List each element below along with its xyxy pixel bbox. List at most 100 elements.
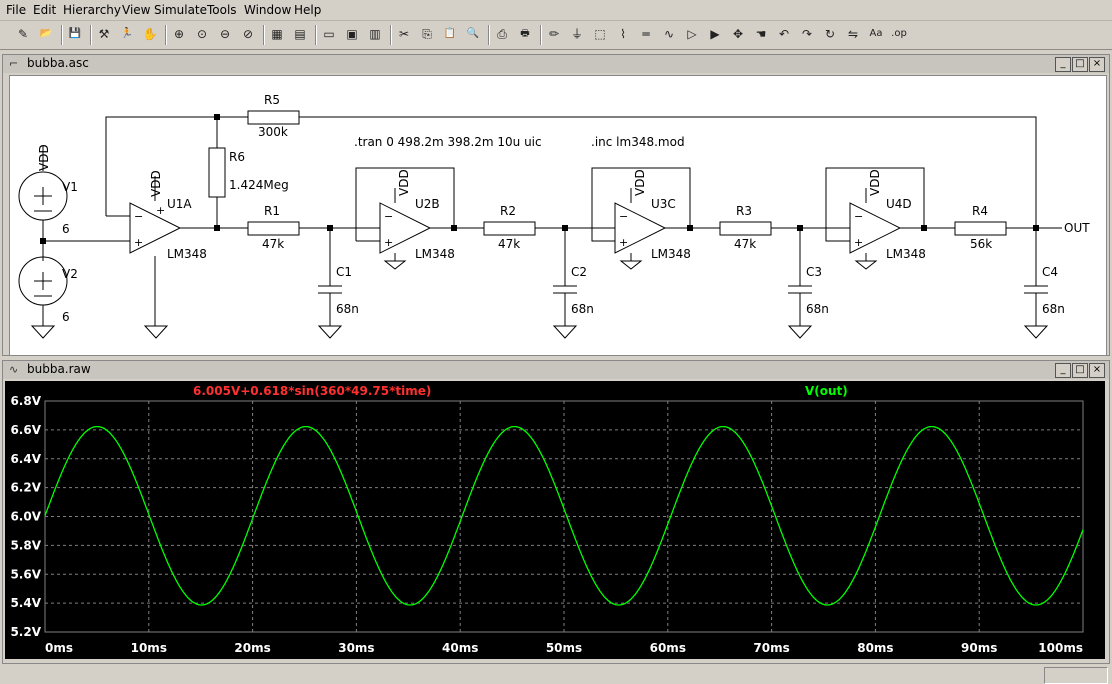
- y-tick-label: 5.4V: [10, 596, 41, 610]
- cascade-icon[interactable]: ▣: [346, 27, 358, 41]
- svg-text:−: −: [134, 210, 143, 223]
- capacitor-icon[interactable]: ═: [642, 27, 650, 41]
- copy-icon[interactable]: ⎘: [422, 27, 432, 41]
- component-icon[interactable]: ▶: [710, 27, 720, 41]
- new-schematic-icon[interactable]: ✎: [17, 27, 29, 41]
- c3-label: C3: [806, 265, 822, 279]
- tile-vertical-icon[interactable]: ▥: [369, 27, 381, 41]
- y-tick-label: 5.8V: [10, 538, 41, 552]
- control-panel-icon[interactable]: ⚒: [98, 27, 110, 41]
- zoom-cancel-icon[interactable]: ⊘: [242, 27, 254, 41]
- print-setup-icon[interactable]: ⎙: [497, 27, 507, 41]
- x-tick-label: 70ms: [753, 641, 789, 655]
- spice-directive-icon[interactable]: .op: [891, 28, 907, 39]
- toolbar-separator: [165, 25, 167, 45]
- toolbar: ✎ 📂 💾 ⚒ 🏃 ✋ ⊕ ⊙ ⊖ ⊘ ▦ ▤ ▭ ▣ ▥ ✂ ⎘ 📋 🔍 ⎙ 🖶 ✏ ⏚ ⬚ ⌇ ═ ∿ ▷ ▶ ✥ ☚ ↶ ↷ ↻ ⇋ Aa .op: [0, 21, 1112, 50]
- r5-label: R5: [264, 93, 280, 107]
- diode-icon[interactable]: ▷: [687, 27, 697, 41]
- u2-model: LM348: [415, 247, 455, 261]
- paste-icon[interactable]: 📋: [443, 28, 457, 39]
- inc-directive: .inc lm348.mod: [591, 135, 685, 149]
- x-tick-label: 10ms: [131, 641, 167, 655]
- zoom-pan-icon[interactable]: ⊙: [196, 27, 208, 41]
- x-tick-label: 40ms: [442, 641, 478, 655]
- draw-wire-icon[interactable]: ✏: [548, 27, 560, 41]
- resistor-icon[interactable]: ⌇: [620, 27, 626, 41]
- menu-simulate[interactable]: Simulate: [154, 3, 208, 17]
- maximize-button[interactable]: □: [1072, 57, 1088, 72]
- halt-icon[interactable]: ✋: [142, 27, 158, 41]
- menu-edit[interactable]: Edit: [33, 3, 57, 17]
- y-tick-label: 6.0V: [10, 510, 41, 524]
- tile-horizontal-icon[interactable]: ▭: [323, 27, 335, 41]
- maximize-button[interactable]: □: [1072, 363, 1088, 378]
- x-tick-label: 0ms: [45, 641, 73, 655]
- schematic-canvas[interactable]: −+ + −+ −+ −+ VDD VDD VDD VDD VDD V1 6 V…: [9, 75, 1107, 356]
- c4-label: C4: [1042, 265, 1058, 279]
- toolbar-separator: [90, 25, 92, 45]
- r6-label: R6: [229, 150, 245, 164]
- waveform-settings-icon[interactable]: ▤: [294, 27, 306, 41]
- toolbar-separator: [315, 25, 317, 45]
- schematic-icon: ⌐: [9, 57, 19, 70]
- y-tick-label: 5.2V: [10, 625, 41, 639]
- u1-label: U1A: [167, 197, 192, 211]
- waveform-plot-area[interactable]: 6.005V+0.618*sin(360*49.75*time) V(out) …: [5, 381, 1105, 659]
- r4-value: 56k: [970, 237, 992, 251]
- svg-text:+: +: [854, 236, 863, 249]
- r1-label: R1: [264, 204, 280, 218]
- status-bar: [0, 664, 1112, 684]
- menu-hierarchy[interactable]: Hierarchy: [63, 3, 122, 17]
- waveform-titlebar[interactable]: ∿ bubba.raw _ □ ×: [3, 361, 1109, 379]
- menu-view[interactable]: View: [122, 3, 151, 17]
- waveform-icon[interactable]: ▦: [271, 27, 283, 41]
- rotate-icon[interactable]: ↻: [824, 27, 836, 41]
- toolbar-separator: [390, 25, 392, 45]
- x-tick-label: 80ms: [857, 641, 893, 655]
- minimize-button[interactable]: _: [1055, 57, 1071, 72]
- inductor-icon[interactable]: ∿: [663, 27, 675, 41]
- zoom-in-icon[interactable]: ⊕: [173, 27, 185, 41]
- open-icon[interactable]: 📂: [39, 28, 53, 39]
- redo-icon[interactable]: ↷: [801, 27, 813, 41]
- out-net-label: OUT: [1064, 221, 1090, 235]
- waveform-window-icon: ∿: [9, 363, 19, 376]
- schematic-window: ⌐ bubba.asc _ □ ×: [2, 54, 1110, 356]
- label-net-icon[interactable]: ⬚: [594, 27, 606, 41]
- close-button[interactable]: ×: [1089, 363, 1105, 378]
- x-tick-label: 100ms: [1038, 641, 1083, 655]
- text-icon[interactable]: Aa: [869, 28, 883, 39]
- u2-vdd-label: VDD: [397, 169, 411, 196]
- menu-file[interactable]: File: [6, 3, 27, 17]
- menu-tools[interactable]: Tools: [207, 3, 237, 17]
- x-tick-label: 60ms: [650, 641, 686, 655]
- save-icon[interactable]: 💾: [68, 28, 82, 39]
- r3-value: 47k: [734, 237, 756, 251]
- c3-value: 68n: [806, 302, 829, 316]
- run-icon[interactable]: 🏃: [120, 28, 134, 39]
- trace-label-vout[interactable]: V(out): [805, 384, 848, 398]
- fit-expression-label: 6.005V+0.618*sin(360*49.75*time): [193, 384, 431, 398]
- drag-icon[interactable]: ☚: [755, 27, 767, 41]
- close-button[interactable]: ×: [1089, 57, 1105, 72]
- ground-icon[interactable]: ⏚: [570, 27, 583, 41]
- r2-label: R2: [500, 204, 516, 218]
- cut-icon[interactable]: ✂: [398, 27, 410, 41]
- move-icon[interactable]: ✥: [732, 27, 744, 41]
- menu-help[interactable]: Help: [294, 3, 322, 17]
- v2-label: V2: [62, 267, 78, 281]
- menu-window[interactable]: Window: [244, 3, 292, 17]
- v1-value: 6: [62, 222, 70, 236]
- print-icon[interactable]: 🖶: [520, 28, 530, 39]
- waveform-title: bubba.raw: [27, 362, 91, 376]
- schematic-titlebar[interactable]: ⌐ bubba.asc _ □ ×: [3, 55, 1109, 73]
- u2-label: U2B: [415, 197, 440, 211]
- svg-text:−: −: [854, 210, 863, 223]
- x-tick-label: 20ms: [234, 641, 270, 655]
- undo-icon[interactable]: ↶: [778, 27, 790, 41]
- find-icon[interactable]: 🔍: [466, 28, 480, 39]
- mirror-icon[interactable]: ⇋: [847, 27, 859, 41]
- minimize-button[interactable]: _: [1055, 363, 1071, 378]
- zoom-out-icon[interactable]: ⊖: [219, 27, 231, 41]
- y-tick-label: 6.4V: [10, 452, 41, 466]
